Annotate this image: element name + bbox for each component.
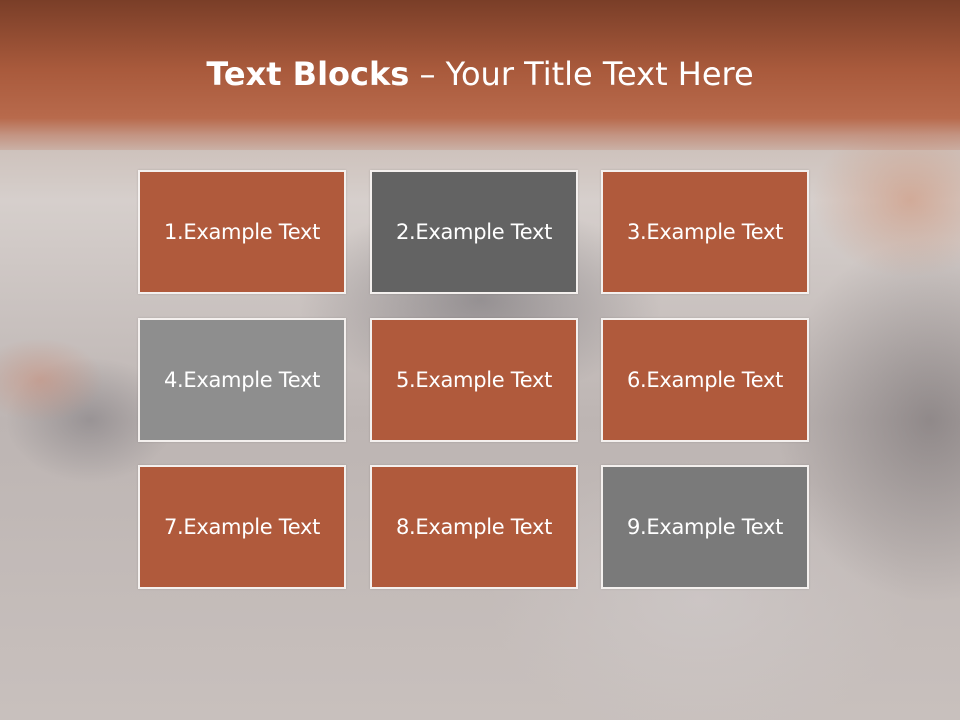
text-block-6: 6.Example Text	[601, 318, 809, 442]
text-block-4: 4.Example Text	[138, 318, 346, 442]
title-rest: Your Title Text Here	[445, 55, 754, 93]
text-block-8: 8.Example Text	[370, 465, 578, 589]
slide-title: Text Blocks – Your Title Text Here	[0, 52, 960, 96]
title-bar	[0, 0, 960, 150]
text-block-7: 7.Example Text	[138, 465, 346, 589]
text-block-5: 5.Example Text	[370, 318, 578, 442]
text-block-3: 3.Example Text	[601, 170, 809, 294]
text-block-2: 2.Example Text	[370, 170, 578, 294]
text-block-9: 9.Example Text	[601, 465, 809, 589]
text-block-1: 1.Example Text	[138, 170, 346, 294]
title-bold: Text Blocks	[206, 55, 410, 93]
title-dash: –	[409, 55, 446, 93]
